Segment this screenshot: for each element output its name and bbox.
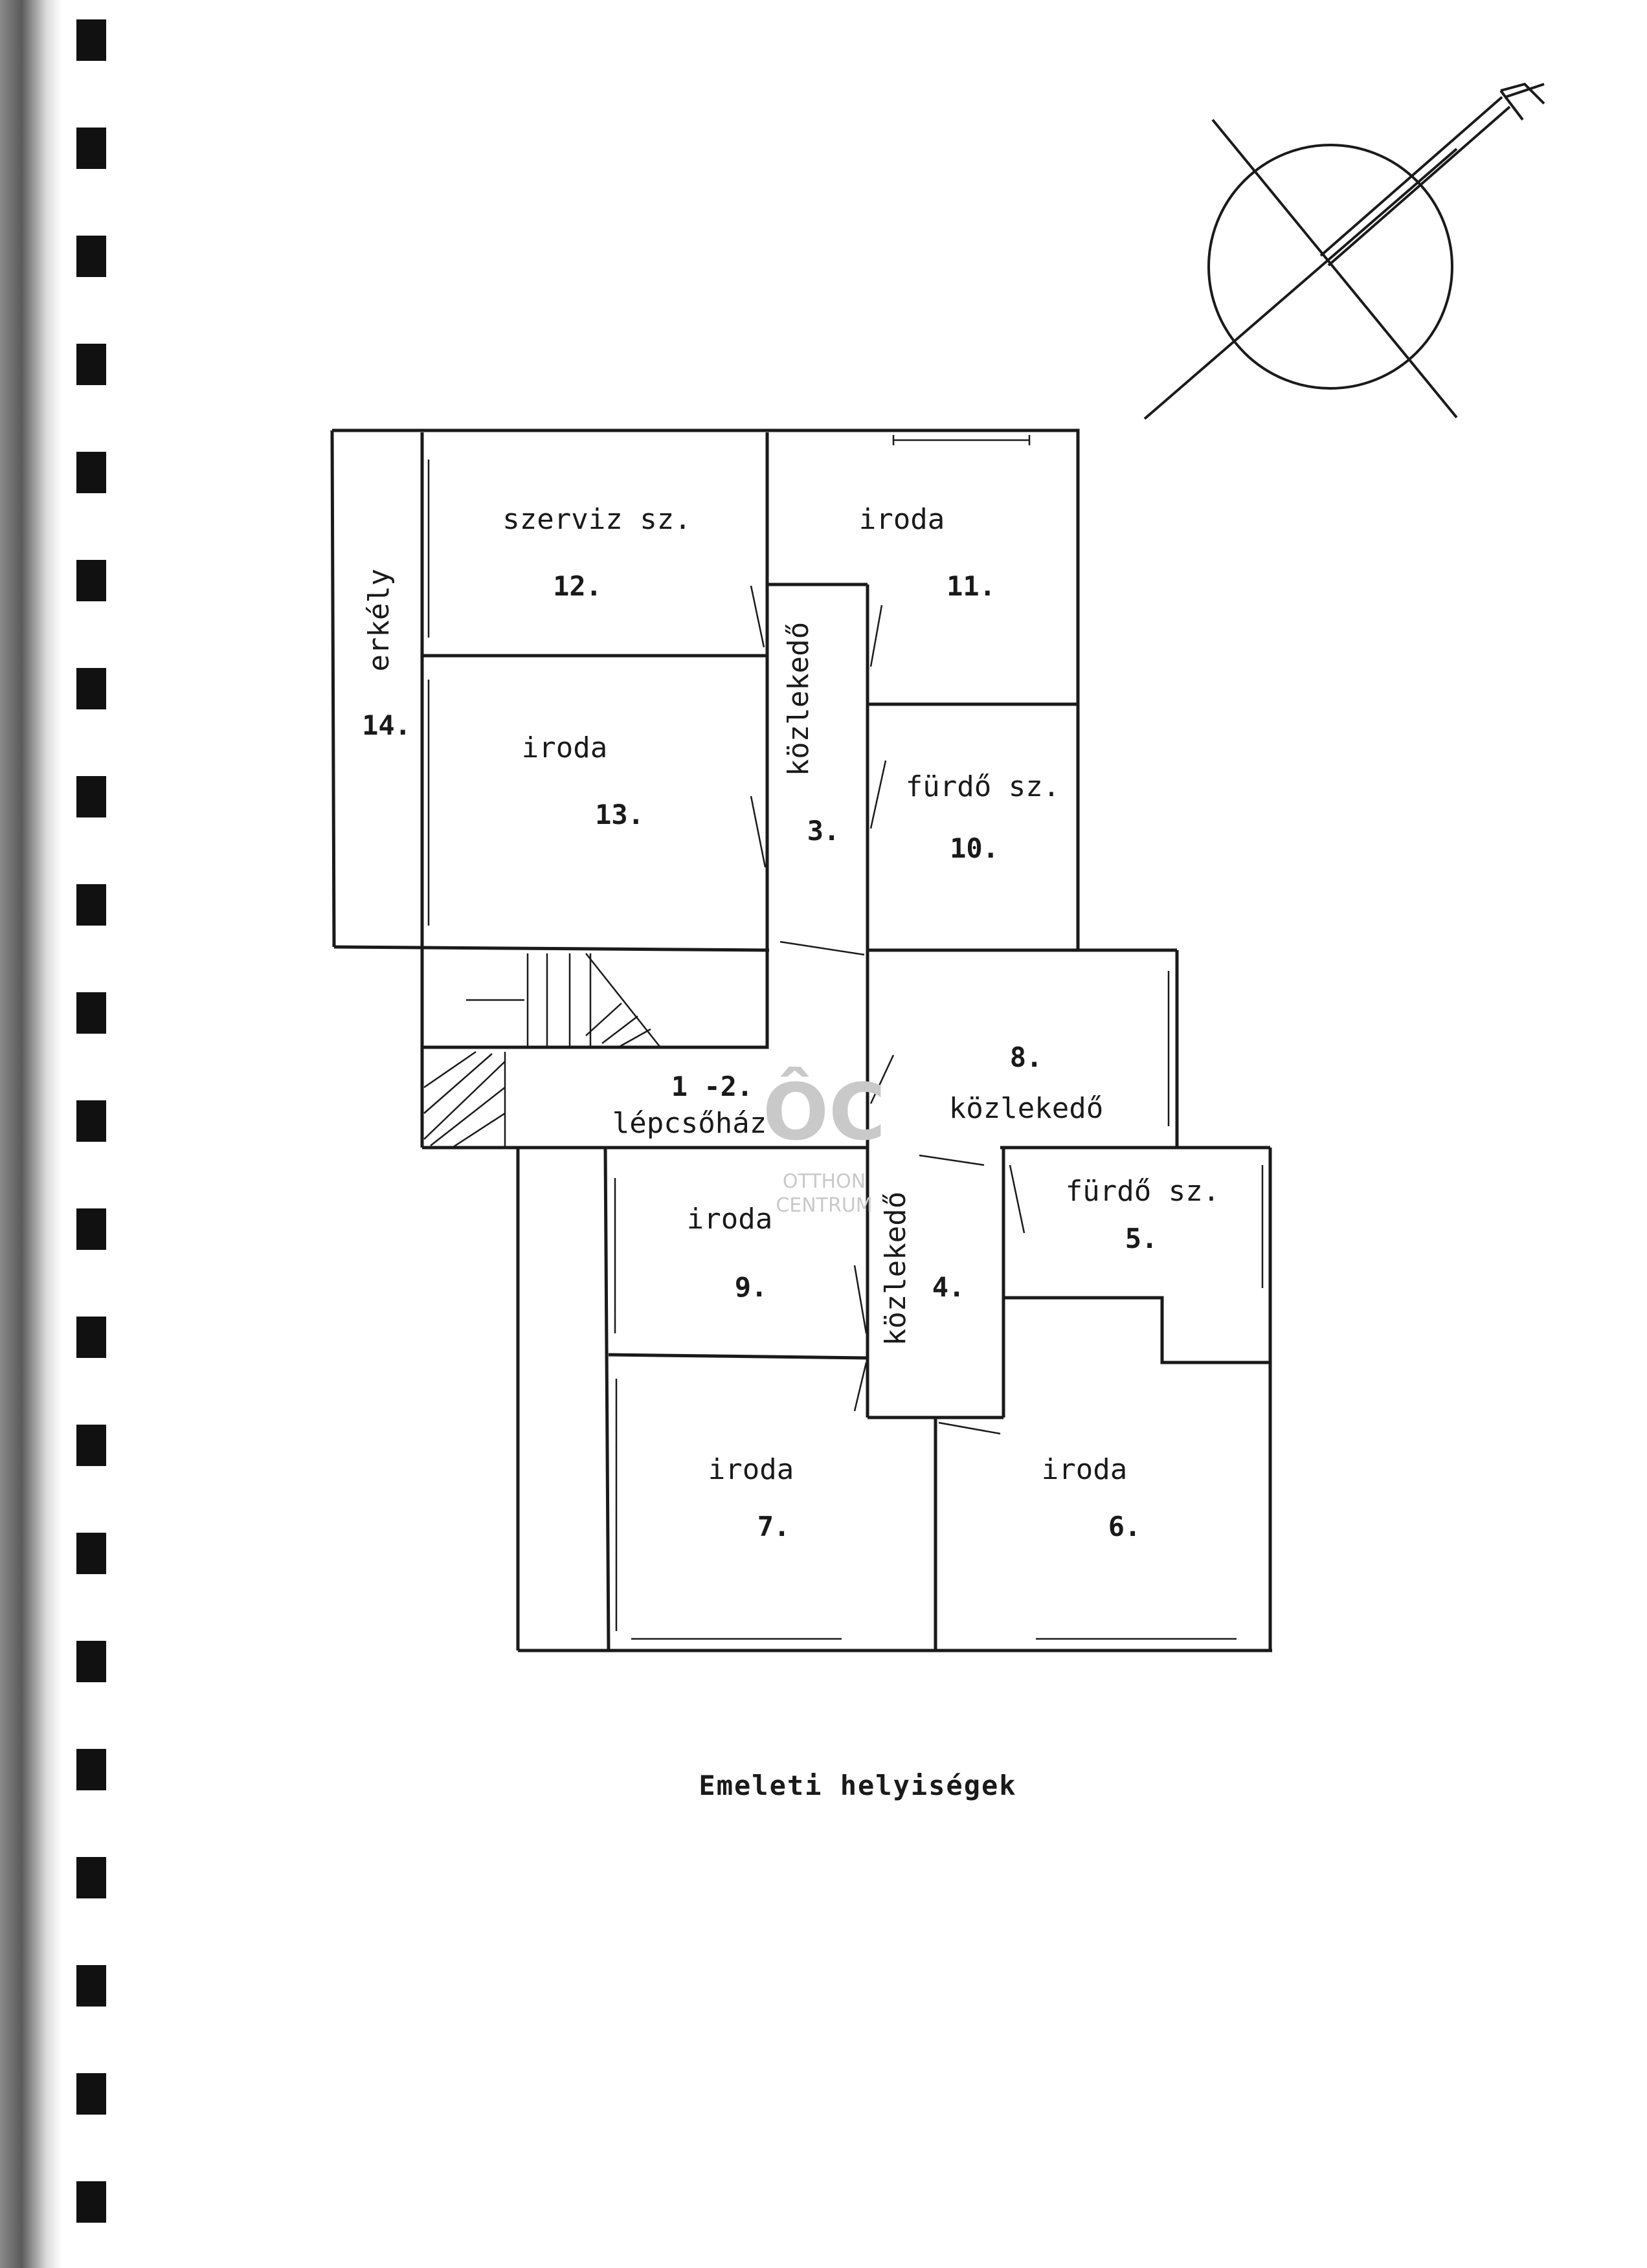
binding-hole: [76, 1533, 106, 1574]
plan-caption: Emeleti helyiségek: [699, 1770, 1016, 1801]
room-9-name: iroda: [687, 1203, 772, 1236]
room-13-name: iroda: [522, 731, 607, 764]
room-12-number: 12.: [553, 570, 602, 602]
binding-hole: [76, 2073, 106, 2115]
binding-hole: [76, 1857, 106, 1898]
binding-hole: [76, 1641, 106, 1682]
room-11-number: 11.: [947, 570, 996, 602]
binding-hole: [76, 344, 106, 385]
room-5-number: 5.: [1125, 1223, 1158, 1254]
binding-hole: [76, 884, 106, 926]
binding-hole: [76, 1749, 106, 1790]
room-4-number: 4.: [932, 1271, 965, 1303]
room-7-name: iroda: [708, 1453, 794, 1486]
binding-hole: [76, 1317, 106, 1358]
binding-hole: [76, 992, 106, 1034]
binding-hole: [76, 128, 106, 169]
floor-plan-walls: [330, 428, 1272, 1652]
binding-hole: [76, 452, 106, 493]
room-5-name: fürdő sz.: [1066, 1175, 1220, 1208]
binding-hole: [76, 1100, 106, 1142]
room-3-number: 3.: [807, 815, 840, 847]
watermark: ÔC OTTHON CENTRUM: [763, 1067, 886, 1217]
room-7-number: 7.: [757, 1511, 790, 1542]
binding-hole: [76, 19, 106, 61]
binding-hole: [76, 776, 106, 817]
room-labels: szerviz sz. 12. iroda 11. iroda 13. erké…: [362, 503, 1220, 1542]
north-arrow-icon: [1143, 82, 1545, 420]
room-10-number: 10.: [950, 832, 999, 864]
room-6-name: iroda: [1042, 1453, 1127, 1486]
binding-hole: [76, 560, 106, 601]
room-4-name: közlekedő: [879, 1192, 912, 1346]
binding-hole: [76, 236, 106, 277]
binding-hole: [76, 2181, 106, 2223]
room-8-number: 8.: [1010, 1041, 1043, 1073]
spiral-binding: [0, 0, 106, 2268]
watermark-monogram: ÔC: [763, 1067, 886, 1158]
binding-hole: [76, 1425, 106, 1466]
room-14-name: erkély: [363, 569, 396, 672]
room-1-2-number: 1 -2.: [671, 1071, 753, 1102]
room-9-number: 9.: [735, 1271, 768, 1303]
room-3-name: közlekedő: [782, 622, 815, 776]
room-1-2-name: lépcsőház: [612, 1107, 767, 1140]
watermark-line1: OTTHON: [783, 1170, 866, 1193]
room-11-name: iroda: [859, 503, 945, 536]
binding-hole: [76, 1208, 106, 1250]
window-door-marks: [427, 435, 1264, 1640]
room-10-name: fürdő sz.: [906, 770, 1060, 803]
room-14-number: 14.: [362, 709, 411, 741]
binding-hole: [76, 1965, 106, 2007]
room-8-name: közlekedő: [949, 1092, 1103, 1125]
staircase: [423, 953, 767, 1148]
room-6-number: 6.: [1108, 1511, 1141, 1542]
watermark-line2: CENTRUM: [776, 1194, 872, 1217]
binding-hole: [76, 668, 106, 709]
room-13-number: 13.: [595, 799, 644, 830]
room-12-name: szerviz sz.: [502, 503, 691, 536]
